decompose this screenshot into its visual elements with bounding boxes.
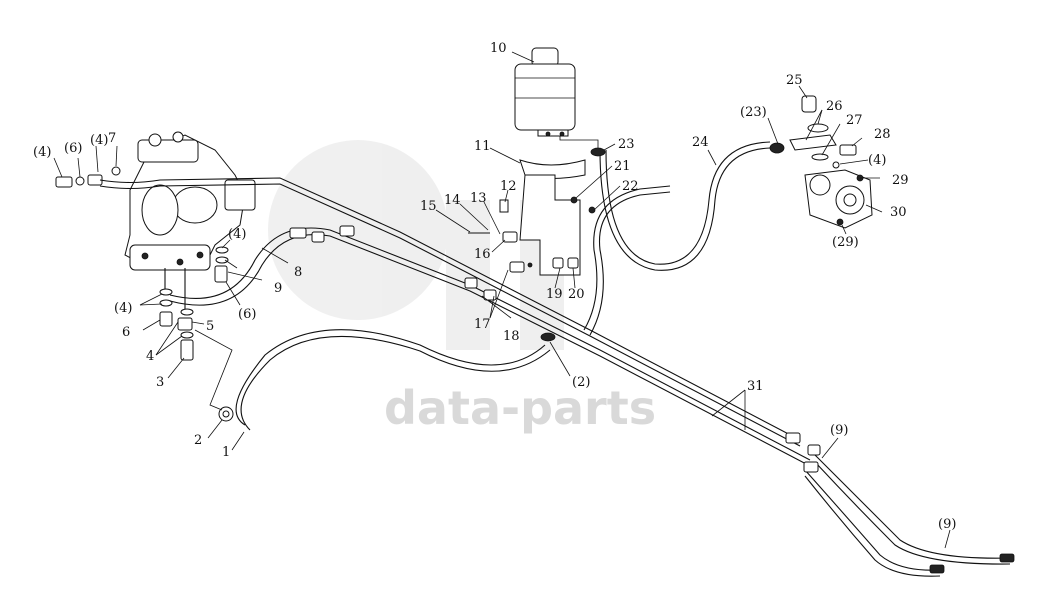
callout-8: 8 (294, 265, 302, 280)
callout-4-paren-c: (4) (228, 227, 246, 242)
callout-10: 10 (490, 41, 507, 56)
callout-17: 17 (474, 317, 491, 332)
callout-31: 31 (747, 379, 764, 394)
callout-22: 22 (622, 179, 639, 194)
callout-26: 26 (826, 99, 843, 114)
callout-18: 18 (503, 329, 520, 344)
callout-7: (4) (90, 133, 108, 148)
callout-28: 28 (874, 127, 891, 142)
callout-6: 6 (122, 325, 130, 340)
callout-27: 27 (846, 113, 863, 128)
callout-9-paren-a: (9) (830, 423, 848, 438)
oil-reservoir (514, 47, 606, 157)
hose-end-fittings (218, 225, 1015, 574)
callout-4: 4 (146, 349, 154, 364)
callout-21: 21 (614, 159, 631, 174)
callout-4-paren-e: (4) (868, 153, 886, 168)
steering-gear-assembly (124, 131, 256, 310)
leader-lines (53, 51, 951, 549)
callout-24: 24 (692, 135, 709, 150)
callout-13: 13 (470, 191, 487, 206)
callout-9: 9 (274, 281, 282, 296)
callout-9-paren-b: (9) (938, 517, 956, 532)
callout-14: 14 (444, 193, 461, 208)
callout-4-paren-b: 7 (108, 131, 116, 146)
callout-29-paren: (29) (832, 235, 859, 250)
steering-pump (769, 95, 873, 229)
callout-11: 11 (474, 139, 491, 154)
callout-16: 16 (474, 247, 491, 262)
callout-30: 30 (890, 205, 907, 220)
fittings-lower-left (159, 246, 229, 361)
callout-3: 3 (156, 375, 164, 390)
callout-23: 23 (618, 137, 635, 152)
callout-5: 5 (206, 319, 214, 334)
fitting-6-left (55, 166, 121, 188)
reservoir-bracket (468, 159, 596, 276)
callout-1: 1 (222, 445, 230, 460)
callout-2-paren: (2) (572, 375, 590, 390)
callout-6-paren-b: (6) (238, 307, 256, 322)
callout-29: 29 (892, 173, 909, 188)
callout-4-paren-d: (4) (114, 301, 132, 316)
callout-12: 12 (500, 179, 517, 194)
callout-2: 2 (194, 433, 202, 448)
callout-19: 19 (546, 287, 563, 302)
callout-labels: 1 2 3 4 5 6 (4) (6) (4) 7 (4) (4) (6) 9 … (33, 41, 956, 532)
callout-20: 20 (568, 287, 585, 302)
callout-15: 15 (420, 199, 437, 214)
watermark-text: data-parts (384, 381, 656, 435)
callout-25: 25 (786, 73, 803, 88)
callout-6-paren-a: (4) (33, 145, 51, 160)
callout-23-paren: (23) (740, 105, 767, 120)
watermark-logo (268, 140, 568, 350)
callout-4-paren-a: (6) (64, 141, 82, 156)
